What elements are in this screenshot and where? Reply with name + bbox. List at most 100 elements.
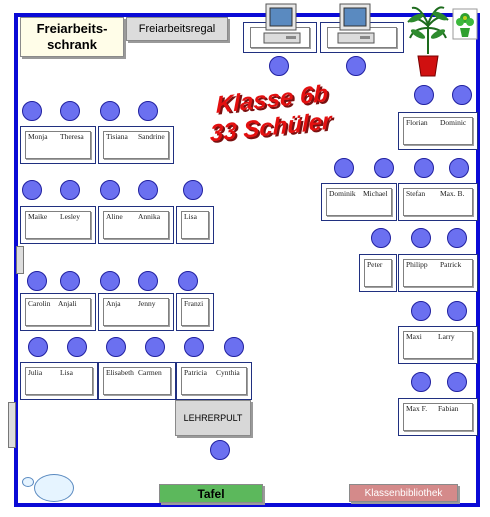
chair (138, 180, 158, 200)
chair (414, 158, 434, 178)
computer-icon (262, 3, 302, 47)
student-name: Lisa (60, 368, 73, 377)
student-name: Sandrine (138, 132, 165, 141)
student-name: Tisiana (106, 132, 128, 141)
desk-dominik-michael: Dominik Michael (321, 183, 397, 221)
desk-stefan-maxb: Stefan Max. B. (398, 183, 478, 221)
chair (67, 337, 87, 357)
door-left-upper (16, 246, 24, 274)
student-name: Patrick (440, 260, 462, 269)
chair (210, 440, 230, 460)
freiarbeitsschrank-label-2: schrank (47, 37, 97, 52)
freiarbeitsschrank-label-1: Freiarbeits- (36, 21, 108, 36)
chair (224, 337, 244, 357)
chair (28, 337, 48, 357)
flower-pot-icon (452, 8, 478, 40)
student-name: Michael (363, 189, 388, 198)
student-name: Monja (28, 132, 48, 141)
student-name: Stefan (406, 189, 426, 198)
chair (452, 85, 472, 105)
student-name: Jenny (138, 299, 156, 308)
desk-peter: Peter (359, 254, 397, 292)
desk-tisiana-sandrine: Tisiana Sandrine (98, 126, 174, 164)
chair (100, 101, 120, 121)
student-name: Peter (367, 260, 383, 269)
chair (145, 337, 165, 357)
door-left-lower (8, 402, 16, 448)
chair (60, 271, 80, 291)
student-name: Anjali (58, 299, 77, 308)
student-name: Max F. (406, 404, 428, 413)
desk-maxi-larry: Maxi Larry (398, 326, 478, 364)
chair (60, 180, 80, 200)
student-name: Philipp (406, 260, 428, 269)
chair (447, 301, 467, 321)
chair (138, 101, 158, 121)
student-name: Theresa (60, 132, 84, 141)
desk-aline-annika: Aline Annika (98, 206, 174, 244)
freiarbeitsregal-label: Freiarbeitsregal (138, 23, 216, 35)
chair (411, 372, 431, 392)
chair (447, 372, 467, 392)
chair (371, 228, 391, 248)
student-name: Patricia (184, 368, 207, 377)
desk-maike-lesley: Maike Lesley (20, 206, 96, 244)
student-name: Fabian (438, 404, 459, 413)
chair (100, 180, 120, 200)
chair (100, 271, 120, 291)
lehrerpult: LEHRERPULT (175, 400, 251, 436)
chair (138, 271, 158, 291)
sink (34, 474, 74, 502)
student-name: Julia (28, 368, 43, 377)
desk-anja-jenny: Anja Jenny (98, 293, 174, 331)
tafel: Tafel (159, 484, 263, 503)
palm-plant-icon (406, 4, 450, 78)
student-name: Franzi (184, 299, 204, 308)
student-name: Carolin (28, 299, 51, 308)
chair (374, 158, 394, 178)
chair (27, 271, 47, 291)
chair (178, 271, 198, 291)
lehrerpult-label: LEHRERPULT (183, 413, 243, 423)
chair (269, 56, 289, 76)
desk-lisa: Lisa (176, 206, 214, 244)
chair (411, 301, 431, 321)
klassenbibliothek-label: Klassenbibliothek (364, 488, 443, 499)
chair (60, 101, 80, 121)
student-name: Aline (106, 212, 123, 221)
computer-icon (336, 3, 376, 47)
student-name: Lisa (184, 212, 197, 221)
tafel-label: Tafel (197, 487, 225, 501)
chair (22, 101, 42, 121)
chair (183, 180, 203, 200)
student-name: Annika (138, 212, 161, 221)
chair (449, 158, 469, 178)
student-name: Maxi (406, 332, 422, 341)
desk-maxf-fabian: Max F. Fabian (398, 398, 478, 436)
chair (414, 85, 434, 105)
student-name: Max. B. (440, 189, 465, 198)
desk-patricia-cynthia: Patricia Cynthia (176, 362, 252, 400)
desk-julia-lisa: Julia Lisa (20, 362, 98, 400)
desk-elisabeth-carmen: Elisabeth Carmen (98, 362, 176, 400)
student-name: Maike (28, 212, 48, 221)
student-name: Lesley (60, 212, 80, 221)
student-name: Larry (438, 332, 455, 341)
chair (411, 228, 431, 248)
chair (106, 337, 126, 357)
freiarbeitsschrank: Freiarbeits- schrank (20, 17, 124, 57)
student-name: Elisabeth (106, 368, 134, 377)
klassenbibliothek: Klassenbibliothek (349, 484, 458, 502)
student-name: Anja (106, 299, 121, 308)
sink-tap (22, 477, 34, 487)
freiarbeitsregal: Freiarbeitsregal (126, 17, 228, 41)
chair (334, 158, 354, 178)
chair (22, 180, 42, 200)
student-name: Carmen (138, 368, 162, 377)
chair (447, 228, 467, 248)
desk-franzi: Franzi (176, 293, 214, 331)
student-name: Dominik (329, 189, 356, 198)
desk-carolin-anjali: Carolin Anjali (20, 293, 96, 331)
student-name: Florian (406, 118, 428, 127)
student-name: Cynthia (216, 368, 240, 377)
